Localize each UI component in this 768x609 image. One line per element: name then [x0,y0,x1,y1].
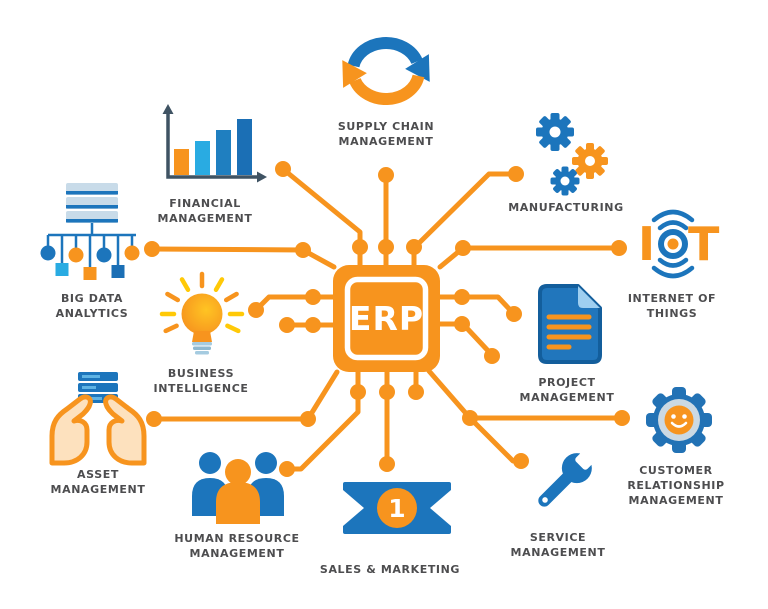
banknote-value: 1 [388,494,405,523]
connector-service [467,415,524,464]
label-human-resource-management: HUMAN RESOURCE MANAGEMENT [174,532,300,560]
label-business-intelligence: BUSINESS INTELLIGENCE [153,367,249,395]
erp-chip-label: ERP [349,299,424,338]
label-project-management: PROJECT MANAGEMENT [519,376,615,404]
iot-signal-icon: I T [638,209,720,279]
hands-holding-server-icon [49,372,147,466]
label-supply-chain-management: SUPPLY CHAIN MANAGEMENT [337,120,435,148]
erp-chip: ERP [333,265,440,372]
document-icon [538,284,602,364]
bar-chart-icon [162,104,267,183]
connector-business-intel [253,294,337,313]
connector-project [436,294,517,317]
label-sales-marketing: SALES & MARKETING [319,563,461,576]
iot-letter-i: I [638,217,655,271]
label-manufacturing: MANUFACTURING [508,201,624,214]
label-internet-of-things: INTERNET OF THINGS [627,292,717,320]
gear-smiley-icon [646,387,712,453]
wrench-icon [538,448,597,507]
label-asset-management: ASSET MANAGEMENT [50,468,146,496]
label-service-management: SERVICE MANAGEMENT [510,531,606,559]
label-customer-relationship-management: CUSTOMER RELATIONSHIP MANAGEMENT [627,464,725,507]
connector-manufacturing [411,171,519,269]
sync-arrows-icon [342,37,430,105]
connector-dots [144,161,630,477]
banknote-icon: 1 [343,482,451,534]
iot-letter-t: T [688,217,720,271]
database-tree-icon [40,183,140,280]
lightbulb-icon [159,271,245,355]
label-big-data-analytics: BIG DATA ANALYTICS [55,292,129,320]
people-group-icon [192,452,284,524]
label-financial-management: FINANCIAL MANAGEMENT [157,197,253,225]
gears-icon [536,113,608,196]
